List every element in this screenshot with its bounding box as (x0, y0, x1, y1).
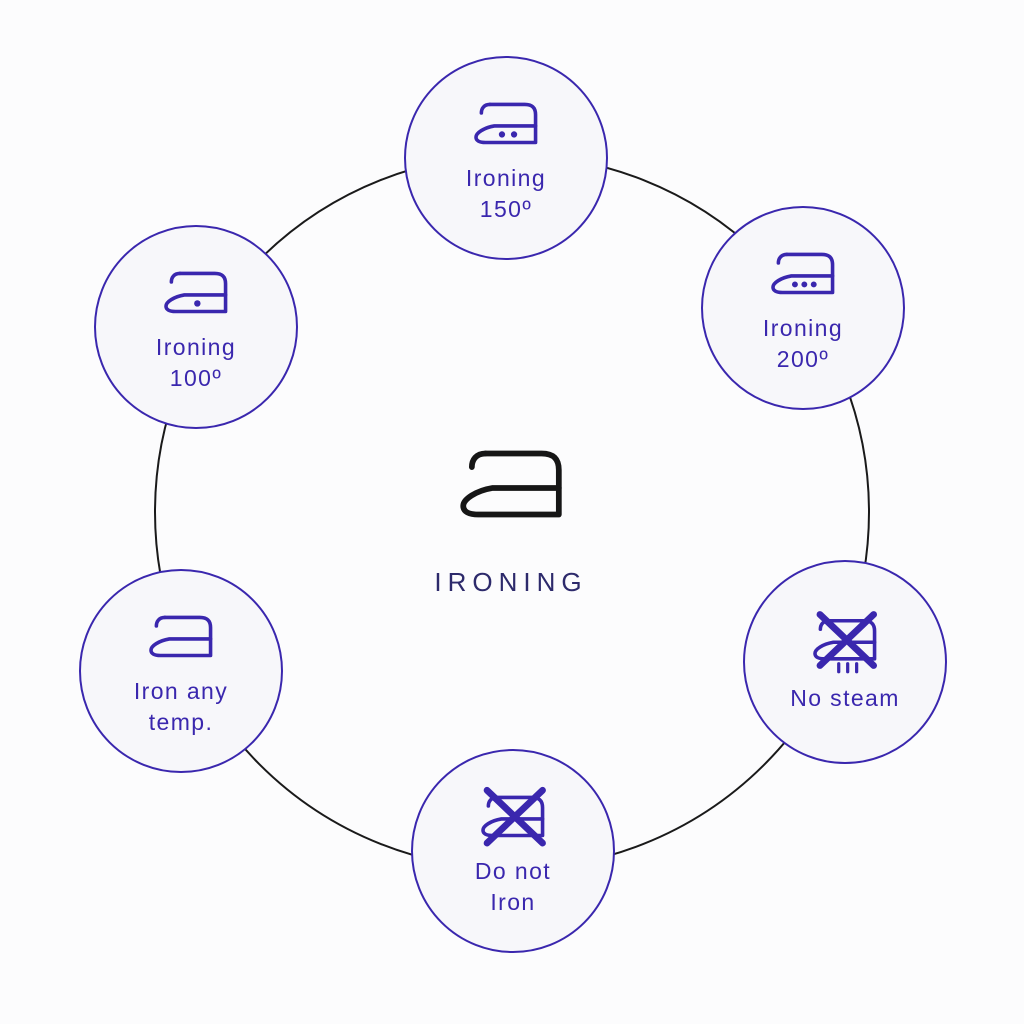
node-label: Iron any temp. (134, 676, 228, 738)
center-group: IRONING (434, 442, 587, 598)
iron-crossed-icon (481, 786, 546, 847)
node-label-line2: 200º (776, 346, 830, 373)
node-do-not-iron: Do not Iron (411, 749, 615, 953)
node-iron-any-temp: Iron any temp. (79, 569, 283, 773)
iron-plain-icon (149, 615, 213, 658)
iron-one-dot-icon (164, 271, 228, 314)
node-no-steam: No steam (743, 560, 947, 764)
iron-no-steam-icon (813, 611, 878, 674)
node-ironing-200: Ironing 200º (701, 206, 905, 410)
node-label-line1: Ironing (155, 333, 237, 360)
node-label-line2: temp. (148, 709, 214, 736)
node-label-line1: No steam (790, 684, 900, 711)
node-label: Ironing 150º (466, 163, 546, 225)
iron-three-dots-icon (771, 252, 835, 295)
node-label: Ironing 100º (156, 332, 236, 394)
node-label-line1: Ironing (762, 314, 844, 341)
node-label: Ironing 200º (763, 313, 843, 375)
node-label-line1: Iron any (133, 677, 229, 704)
node-label-line1: Ironing (465, 164, 547, 191)
node-ironing-100: Ironing 100º (94, 225, 298, 429)
center-title: IRONING (434, 567, 588, 598)
iron-two-dots-icon (474, 102, 538, 145)
node-label-line2: 100º (169, 365, 223, 392)
node-label: Do not Iron (475, 856, 551, 918)
node-label-line2: 150º (479, 196, 533, 223)
node-label-line2: Iron (490, 889, 536, 916)
node-label-line1: Do not (474, 857, 552, 884)
node-label: No steam (790, 683, 900, 714)
iron-icon (459, 450, 562, 518)
node-ironing-150: Ironing 150º (404, 56, 608, 260)
